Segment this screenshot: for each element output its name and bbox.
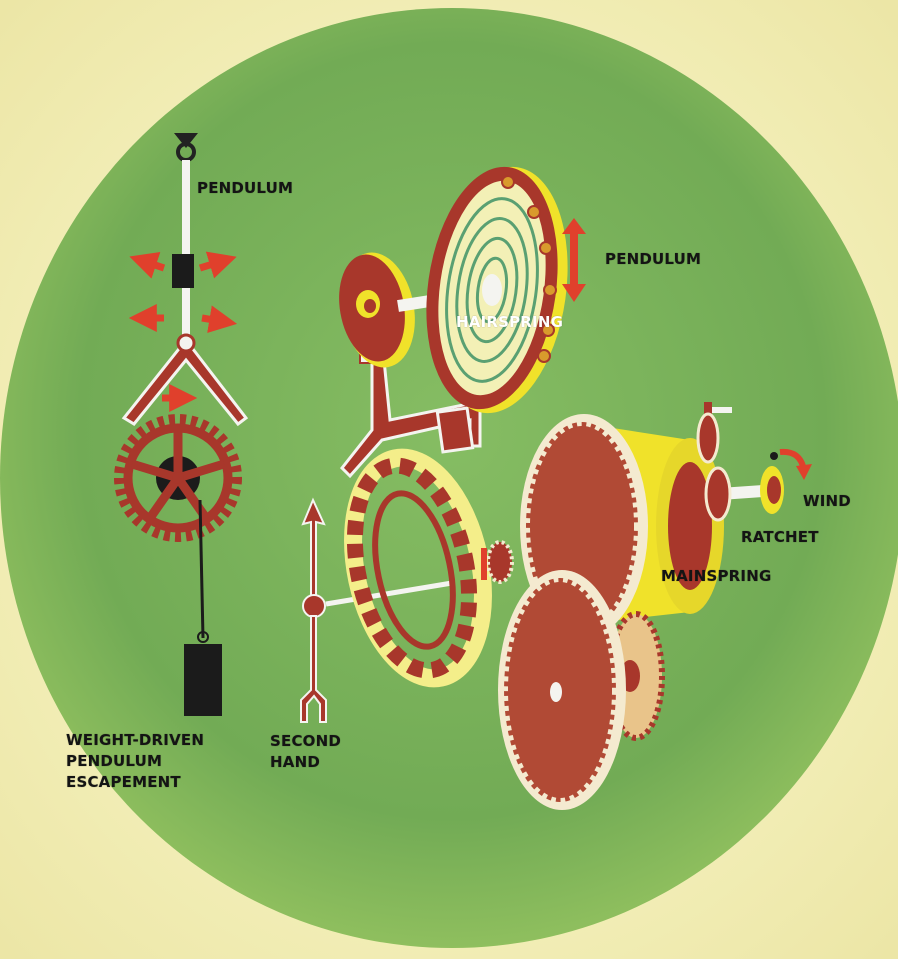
pendulum-bob [172,254,194,288]
second-hand-hub [303,595,325,617]
third-wheel [498,570,626,810]
hairspring-collet [482,274,502,306]
label-mainspring: MAINSPRING [661,566,771,586]
ratchet-wheel [706,468,730,520]
label-wind: WIND [803,491,851,511]
label-ratchet: RATCHET [741,527,819,547]
label-second-hand-line1: SECOND [270,731,341,751]
label-pendulum-left: PENDULUM [197,178,293,198]
label-escapement-line1: WEIGHT-DRIVEN [66,730,204,750]
label-second-hand-line2: HAND [270,752,320,772]
label-pendulum-right: PENDULUM [605,249,701,269]
pendulum-rod [182,160,190,340]
anchor-pivot [178,335,194,351]
label-hairspring: HAIRSPRING [456,312,563,332]
drive-weight [184,644,222,716]
label-escapement-line3: ESCAPEMENT [66,772,181,792]
label-escapement-line2: PENDULUM [66,751,162,771]
